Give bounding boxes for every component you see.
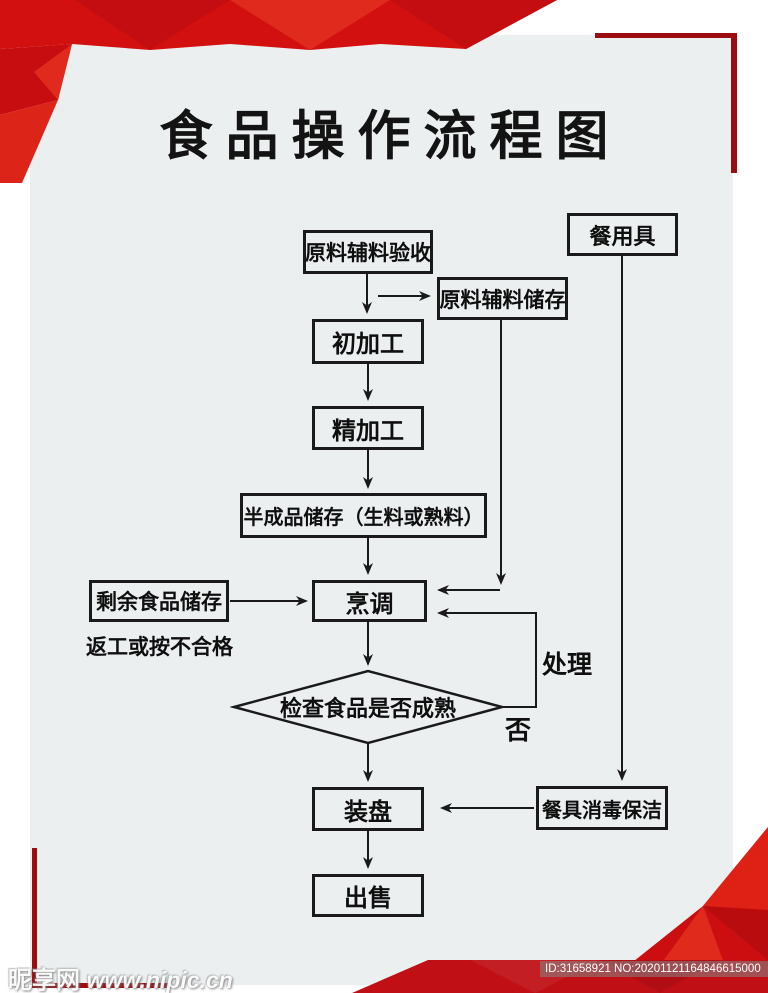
node-label: 装盘 (344, 798, 392, 826)
node-check-food-cooked: 检查食品是否成熟 (230, 669, 506, 747)
node-label: 初加工 (332, 331, 404, 358)
site-name: 昵享网 (8, 967, 80, 993)
handle-label: 处理 (542, 651, 593, 679)
page-title: 食品操作流程图 (159, 107, 622, 166)
node-tableware-disinfection: 餐具消毒保洁 (536, 786, 668, 830)
node-sale: 出售 (312, 874, 424, 917)
node-label: 剩余食品储存 (96, 591, 222, 614)
node-raw-material-storage: 原料辅料储存 (437, 277, 568, 320)
node-rough-processing: 初加工 (312, 319, 424, 364)
node-plating: 装盘 (312, 787, 424, 831)
node-label: 原料辅料储存 (439, 288, 566, 312)
node-raw-material-acceptance: 原料辅料验收 (303, 230, 433, 274)
node-label: 原料辅料验收 (305, 242, 431, 265)
node-tableware: 餐用具 (567, 213, 678, 256)
node-label: 精加工 (332, 417, 404, 445)
node-leftover-food-storage: 剩余食品储存 (89, 580, 229, 622)
site-watermark: 昵享网 www.nipic.cn (8, 960, 233, 993)
node-label: 餐用具 (589, 223, 656, 249)
node-label: 检查食品是否成熟 (279, 696, 456, 721)
node-label: 烹调 (345, 590, 394, 618)
node-fine-processing: 精加工 (312, 406, 424, 450)
site-url: www.nipic.cn (86, 967, 233, 993)
node-label: 半成品储存（生料或熟料） (243, 507, 484, 529)
node-semi-product-storage: 半成品储存（生料或熟料） (240, 493, 487, 538)
no-branch-label: 否 (505, 715, 532, 745)
node-label: 餐具消毒保洁 (542, 799, 662, 822)
serial-watermark: ID:31658921 NO:20201121164846615000 (540, 961, 768, 977)
rework-note-label: 返工或按不合格 (86, 636, 233, 659)
node-label: 出售 (344, 885, 392, 912)
node-cooking: 烹调 (312, 580, 427, 622)
